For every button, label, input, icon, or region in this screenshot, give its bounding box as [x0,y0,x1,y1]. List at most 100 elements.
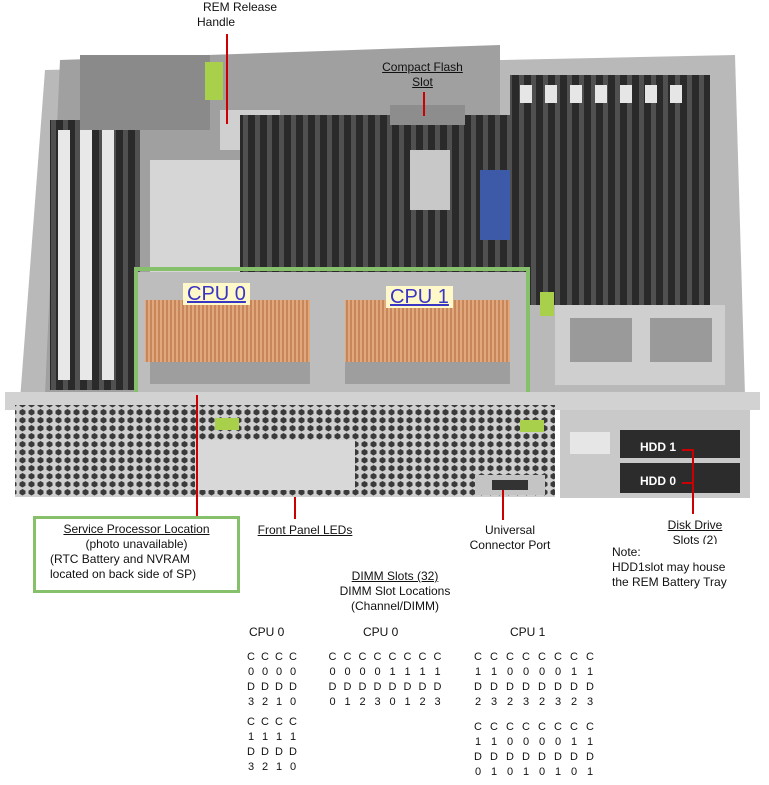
dimm-slot-char: 3 [247,761,255,773]
dimm-slot-char: 2 [261,761,269,773]
dimm-slot-char: C [570,721,578,733]
dimm-slot-char: 1 [570,666,578,678]
dimm-slot-char: 0 [344,666,351,678]
server-blade-photo [5,45,760,498]
universal-port-line1: Universal [484,523,535,537]
dimm-slot-char: 2 [570,696,578,708]
rem-release-callout: REM Release Handle [185,0,295,30]
dimm-slot-char: C [554,651,562,663]
universal-port-pointer [502,490,504,520]
dimm-slot-char: D [586,681,594,693]
dimm-slot-char: 3 [554,696,562,708]
dimm-slot-char: D [418,681,427,693]
dimm-slot-char: C [275,716,283,728]
universal-port-line2: Connector Port [469,538,551,552]
dimm-slot-char: D [373,681,382,693]
dimm-slot-char: D [474,681,482,693]
dimm-slot-char: D [343,681,352,693]
compact-flash-pointer [423,92,425,116]
dimm-slot-char: C [418,651,427,663]
dimm-slot-char: D [289,746,297,758]
dimm-slot-char: C [388,651,397,663]
dimm-slot-char: C [275,651,283,663]
universal-port-callout: Universal Connector Port [455,523,565,553]
dimm-slot-char: 0 [554,736,562,748]
hdd0-pointer-tick [682,482,694,484]
disk-drive-callout: Disk Drive Slots (2) [650,518,740,544]
dimm-slot-char: D [289,681,297,693]
compact-flash-callout: Compact Flash Slot [365,60,480,90]
dimm-slot-char: 1 [522,766,530,778]
dimm-slot-char: 3 [434,696,441,708]
dimm-slot-char: 1 [275,761,283,773]
dimm-slot-char: D [328,681,337,693]
dimm-slot-char: C [506,651,514,663]
dimm-slot-char: 0 [570,766,578,778]
dimm-slot-char: 1 [247,731,255,743]
dimm-slot-char: D [261,746,269,758]
dimm-slot-char: C [247,716,255,728]
dimm-slot-char: D [586,751,594,763]
sp-location-title: Service Processor Location [63,522,210,536]
dimm-section: DIMM Slots (32) DIMM Slot Locations (Cha… [320,569,470,614]
dimm-slot-char: D [247,746,255,758]
dimm-slot-char: D [522,751,530,763]
dimm-slot-char: 0 [522,736,530,748]
dimm-slot-char: 1 [586,666,594,678]
dimm-slot-char: 0 [389,696,396,708]
dimm-slot-char: 0 [506,766,514,778]
dimm-slot-char: 0 [329,696,336,708]
dimm-slot-char: 1 [586,736,594,748]
rem-release-line2: Handle [197,15,236,29]
dimm-slot-char: 1 [344,696,351,708]
dimm-slot-char: 1 [389,666,396,678]
note-line1: Note: [612,545,641,559]
dimm-slot-char: 0 [506,666,514,678]
dimm-slot-char: D [261,681,269,693]
dimm-slot-char: D [538,751,546,763]
dimm-slot-char: 2 [261,696,269,708]
dimm-title: DIMM Slots (32) [351,569,439,583]
dimm-slot-char: 0 [329,666,336,678]
disk-drive-pointer [692,449,694,514]
dimm-slot-char: 3 [586,696,594,708]
dimm-slot-char: 2 [506,696,514,708]
dimm-slot-char: C [506,721,514,733]
dimm-slot-char: 0 [538,666,546,678]
dimm-slot-char: C [289,716,297,728]
dimm-slot-char: C [586,651,594,663]
dimm-header-cpu0-mid: CPU 0 [363,625,399,639]
dimm-slot-char: 2 [538,696,546,708]
dimm-slot-char: 0 [261,666,269,678]
dimm-subtitle-1: DIMM Slot Locations [339,584,451,598]
dimm-slot-char: C [433,651,442,663]
dimm-slot-char: D [388,681,397,693]
dimm-slot-char: C [570,651,578,663]
dimm-slot-char: 0 [522,666,530,678]
dimm-slot-char: C [490,721,498,733]
dimm-slot-char: 3 [247,696,255,708]
dimm-slot-char: C [554,721,562,733]
dimm-slot-char: D [275,746,283,758]
front-panel-leds-pointer [294,497,296,519]
hdd1-label: HDD 1 [640,440,677,454]
dimm-slot-char: 2 [419,696,426,708]
dimm-slot-char: 1 [275,731,283,743]
dimm-slot-char: 1 [261,731,269,743]
